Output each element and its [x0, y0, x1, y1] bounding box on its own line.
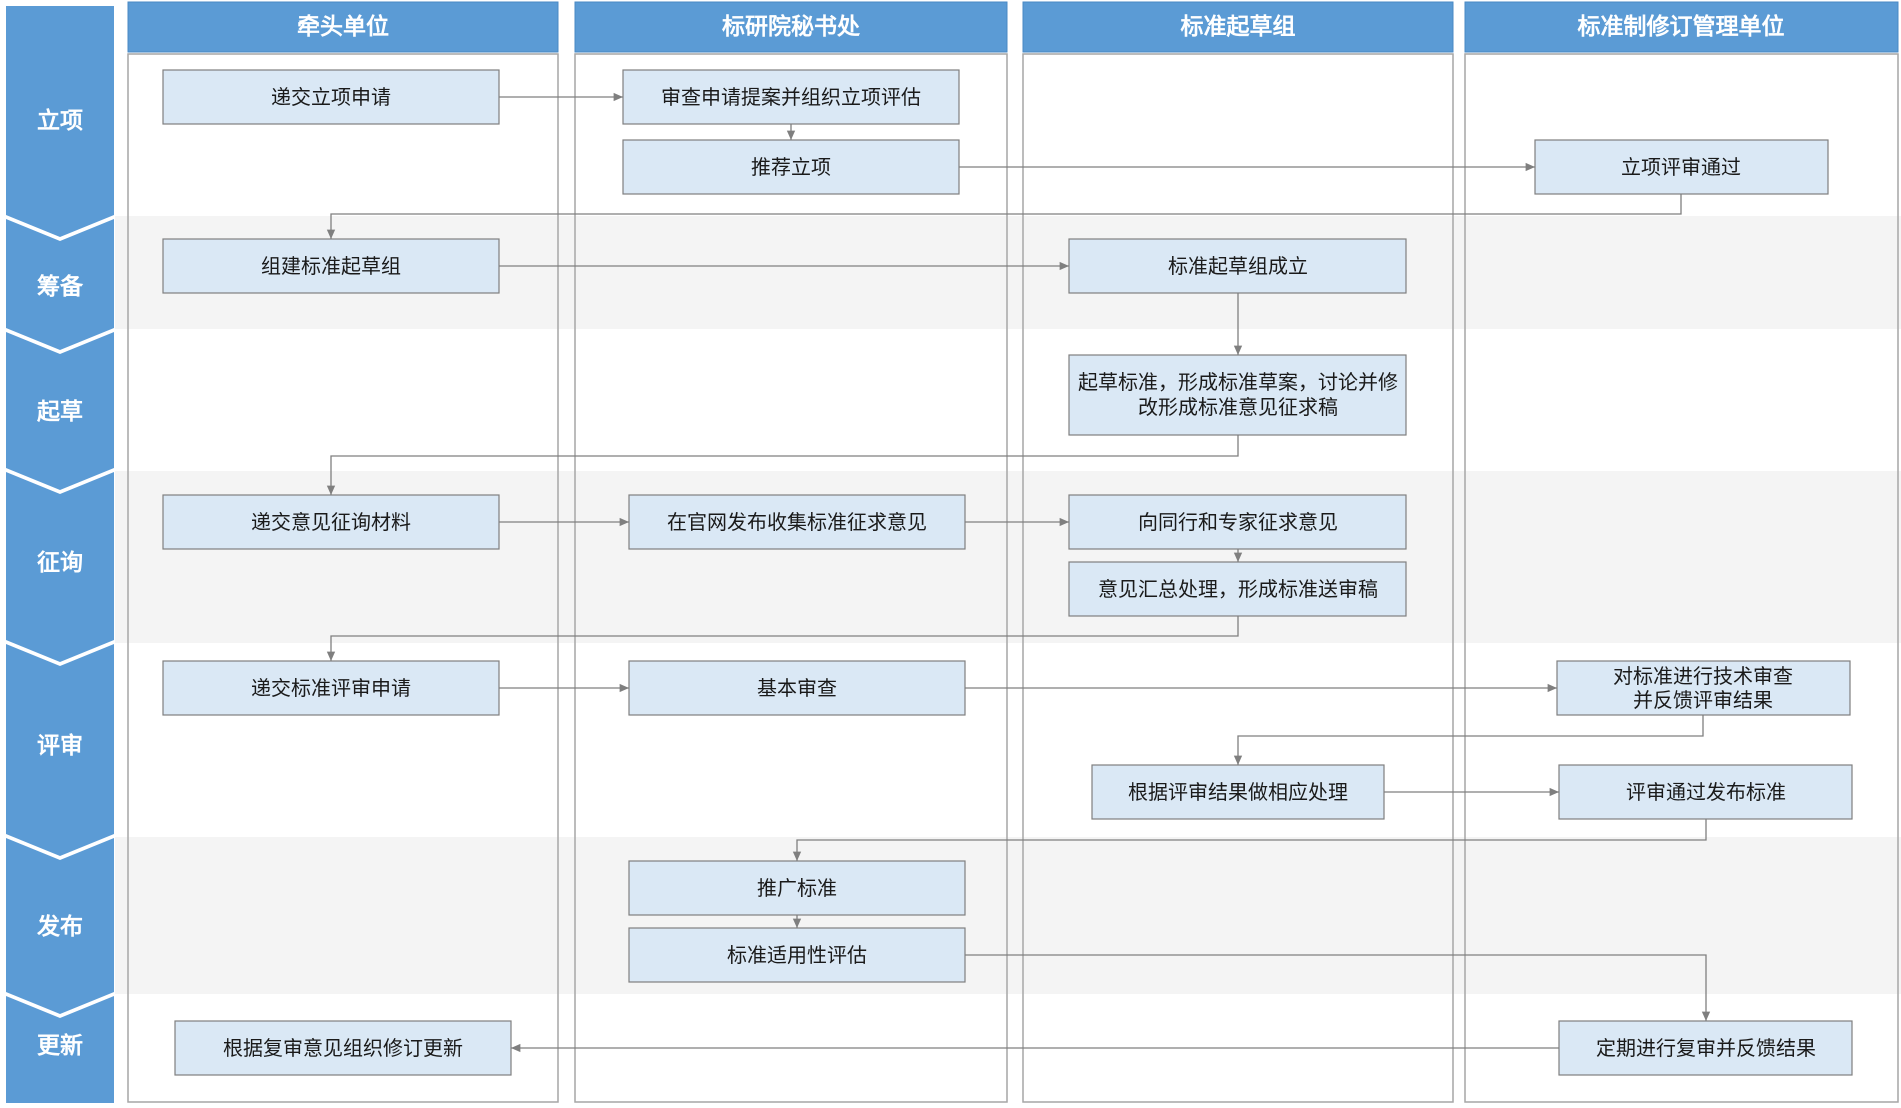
- node-n13: 基本审查: [628, 660, 966, 716]
- node-n1: 递交立项申请: [162, 69, 500, 125]
- node-n2-label: 审查申请提案并组织立项评估: [661, 85, 921, 109]
- lane-header-drafting: 标准起草组: [1022, 1, 1454, 53]
- node-n13-label: 基本审查: [757, 676, 837, 700]
- lane-header-management: 标准制修订管理单位: [1464, 1, 1899, 53]
- stage-initiation-label: 立项: [37, 107, 83, 134]
- node-n14: 对标准进行技术审查 并反馈评审结果: [1556, 660, 1851, 716]
- node-n11-label: 意见汇总处理，形成标准送审稿: [1098, 577, 1378, 601]
- stage-preparation-label: 筹备: [37, 273, 84, 300]
- node-n7-label-line2: 改形成标准意见征求稿: [1138, 395, 1338, 419]
- stage-drafting: 起草: [6, 332, 114, 490]
- band-release: [115, 837, 1901, 994]
- node-n2: 审查申请提案并组织立项评估: [622, 69, 960, 125]
- node-n16: 评审通过发布标准: [1558, 764, 1853, 820]
- node-n16-label: 评审通过发布标准: [1626, 780, 1786, 804]
- node-n4-label: 立项评审通过: [1621, 155, 1741, 179]
- node-n6: 标准起草组成立: [1068, 238, 1407, 294]
- lane-header-lead-label: 牵头单位: [297, 13, 389, 40]
- stage-update: 更新: [6, 996, 114, 1103]
- lane-header-secretariat-label: 标研院秘书处: [722, 13, 860, 40]
- stage-release-label: 发布: [36, 913, 83, 940]
- node-n17-label: 推广标准: [757, 876, 837, 900]
- edge-n16-n17: [792, 819, 1707, 861]
- node-n8: 递交意见征询材料: [162, 494, 500, 550]
- node-n19-label: 根据复审意见组织修订更新: [223, 1036, 463, 1060]
- node-n1-label: 递交立项申请: [271, 85, 391, 109]
- node-n17: 推广标准: [628, 860, 966, 916]
- stage-review: 评审: [6, 644, 114, 856]
- edge-n11-n12: [326, 616, 1239, 661]
- node-n3-label: 推荐立项: [751, 155, 831, 179]
- node-n6-label: 标准起草组成立: [1168, 254, 1308, 278]
- connectors: [326, 92, 1711, 1053]
- lane-border-lead: [127, 53, 559, 1103]
- stage-release: 发布: [6, 838, 114, 1014]
- edge-n7-n8: [326, 435, 1239, 495]
- node-n10-label: 向同行和专家征求意见: [1138, 510, 1338, 534]
- stage-initiation: 立项: [6, 6, 114, 237]
- stage-update-label: 更新: [37, 1032, 83, 1059]
- node-n14-label-line1: 对标准进行技术审查: [1613, 664, 1793, 688]
- lane-header-secretariat: 标研院秘书处: [574, 1, 1008, 53]
- lane-border-drafting: [1022, 53, 1454, 1103]
- node-n12: 递交标准评审申请: [162, 660, 500, 716]
- node-n5: 组建标准起草组: [162, 238, 500, 294]
- node-n18: 标准适用性评估: [628, 927, 966, 983]
- node-n18-label: 标准适用性评估: [727, 943, 867, 967]
- node-n15: 根据评审结果做相应处理: [1091, 764, 1385, 820]
- node-n12-label: 递交标准评审申请: [251, 676, 411, 700]
- lane-header-lead: 牵头单位: [127, 1, 559, 53]
- stage-review-label: 评审: [37, 732, 83, 759]
- node-n11: 意见汇总处理，形成标准送审稿: [1068, 561, 1407, 617]
- lane-border-management: [1464, 53, 1899, 1103]
- node-n8-label: 递交意见征询材料: [251, 510, 411, 534]
- node-n5-label: 组建标准起草组: [261, 254, 401, 278]
- node-n10: 向同行和专家征求意见: [1068, 494, 1407, 550]
- node-n7-label-line1: 起草标准，形成标准草案，讨论并修: [1078, 370, 1398, 394]
- lane-header-management-label: 标准制修订管理单位: [1578, 13, 1785, 40]
- lane-header-drafting-label: 标准起草组: [1181, 13, 1296, 40]
- node-n9: 在官网发布收集标准征求意见: [628, 494, 966, 550]
- node-n20-label: 定期进行复审并反馈结果: [1596, 1036, 1816, 1060]
- node-n9-label: 在官网发布收集标准征求意见: [667, 510, 927, 534]
- lane-border-secretariat: [574, 53, 1008, 1103]
- node-n4: 立项评审通过: [1534, 139, 1829, 195]
- stage-preparation: 筹备: [6, 219, 114, 350]
- edge-n18-n20: [965, 954, 1711, 1021]
- node-n7: 起草标准，形成标准草案，讨论并修 改形成标准意见征求稿: [1068, 354, 1407, 436]
- stage-consultation: 征询: [6, 472, 114, 662]
- edge-n4-n5: [326, 194, 1682, 239]
- node-n19: 根据复审意见组织修订更新: [174, 1020, 512, 1076]
- edge-n14-n15: [1233, 715, 1704, 765]
- node-n3: 推荐立项: [622, 139, 960, 195]
- node-n15-label: 根据评审结果做相应处理: [1128, 780, 1348, 804]
- stage-consultation-label: 征询: [37, 549, 83, 576]
- node-n14-label-line2: 并反馈评审结果: [1633, 688, 1773, 712]
- node-n20: 定期进行复审并反馈结果: [1558, 1020, 1853, 1076]
- stage-drafting-label: 起草: [37, 399, 83, 425]
